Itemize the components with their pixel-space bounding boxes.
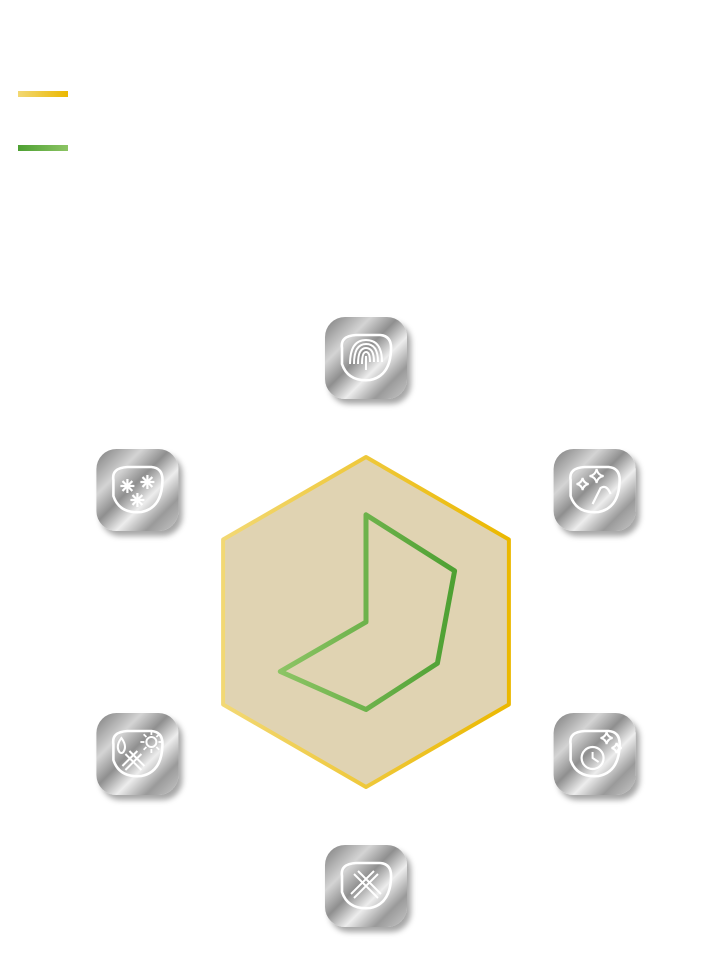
sparkle-clean-lens-icon	[569, 465, 621, 514]
anti-glare-lens-icon	[111, 465, 164, 514]
legend-swatch-product	[18, 145, 68, 151]
water-dust-uv-lens-icon	[111, 729, 164, 778]
axis-sparkle-clean-lens-tile	[553, 449, 636, 531]
axis-lasting-clean-lens-tile	[553, 713, 636, 795]
axis-anti-glare-lens-tile	[96, 449, 179, 531]
axis-water-dust-uv-lens-tile	[96, 713, 179, 795]
axis-fingerprint-lens-tile	[325, 317, 407, 399]
fingerprint-lens-icon	[340, 333, 393, 382]
legend-swatch-reference	[18, 91, 68, 97]
axis-scratch-resistant-lens-tile	[325, 845, 407, 927]
scratch-resistant-lens-icon	[340, 861, 393, 910]
series-product-polygon	[277, 512, 458, 712]
lasting-clean-lens-icon	[569, 729, 622, 778]
